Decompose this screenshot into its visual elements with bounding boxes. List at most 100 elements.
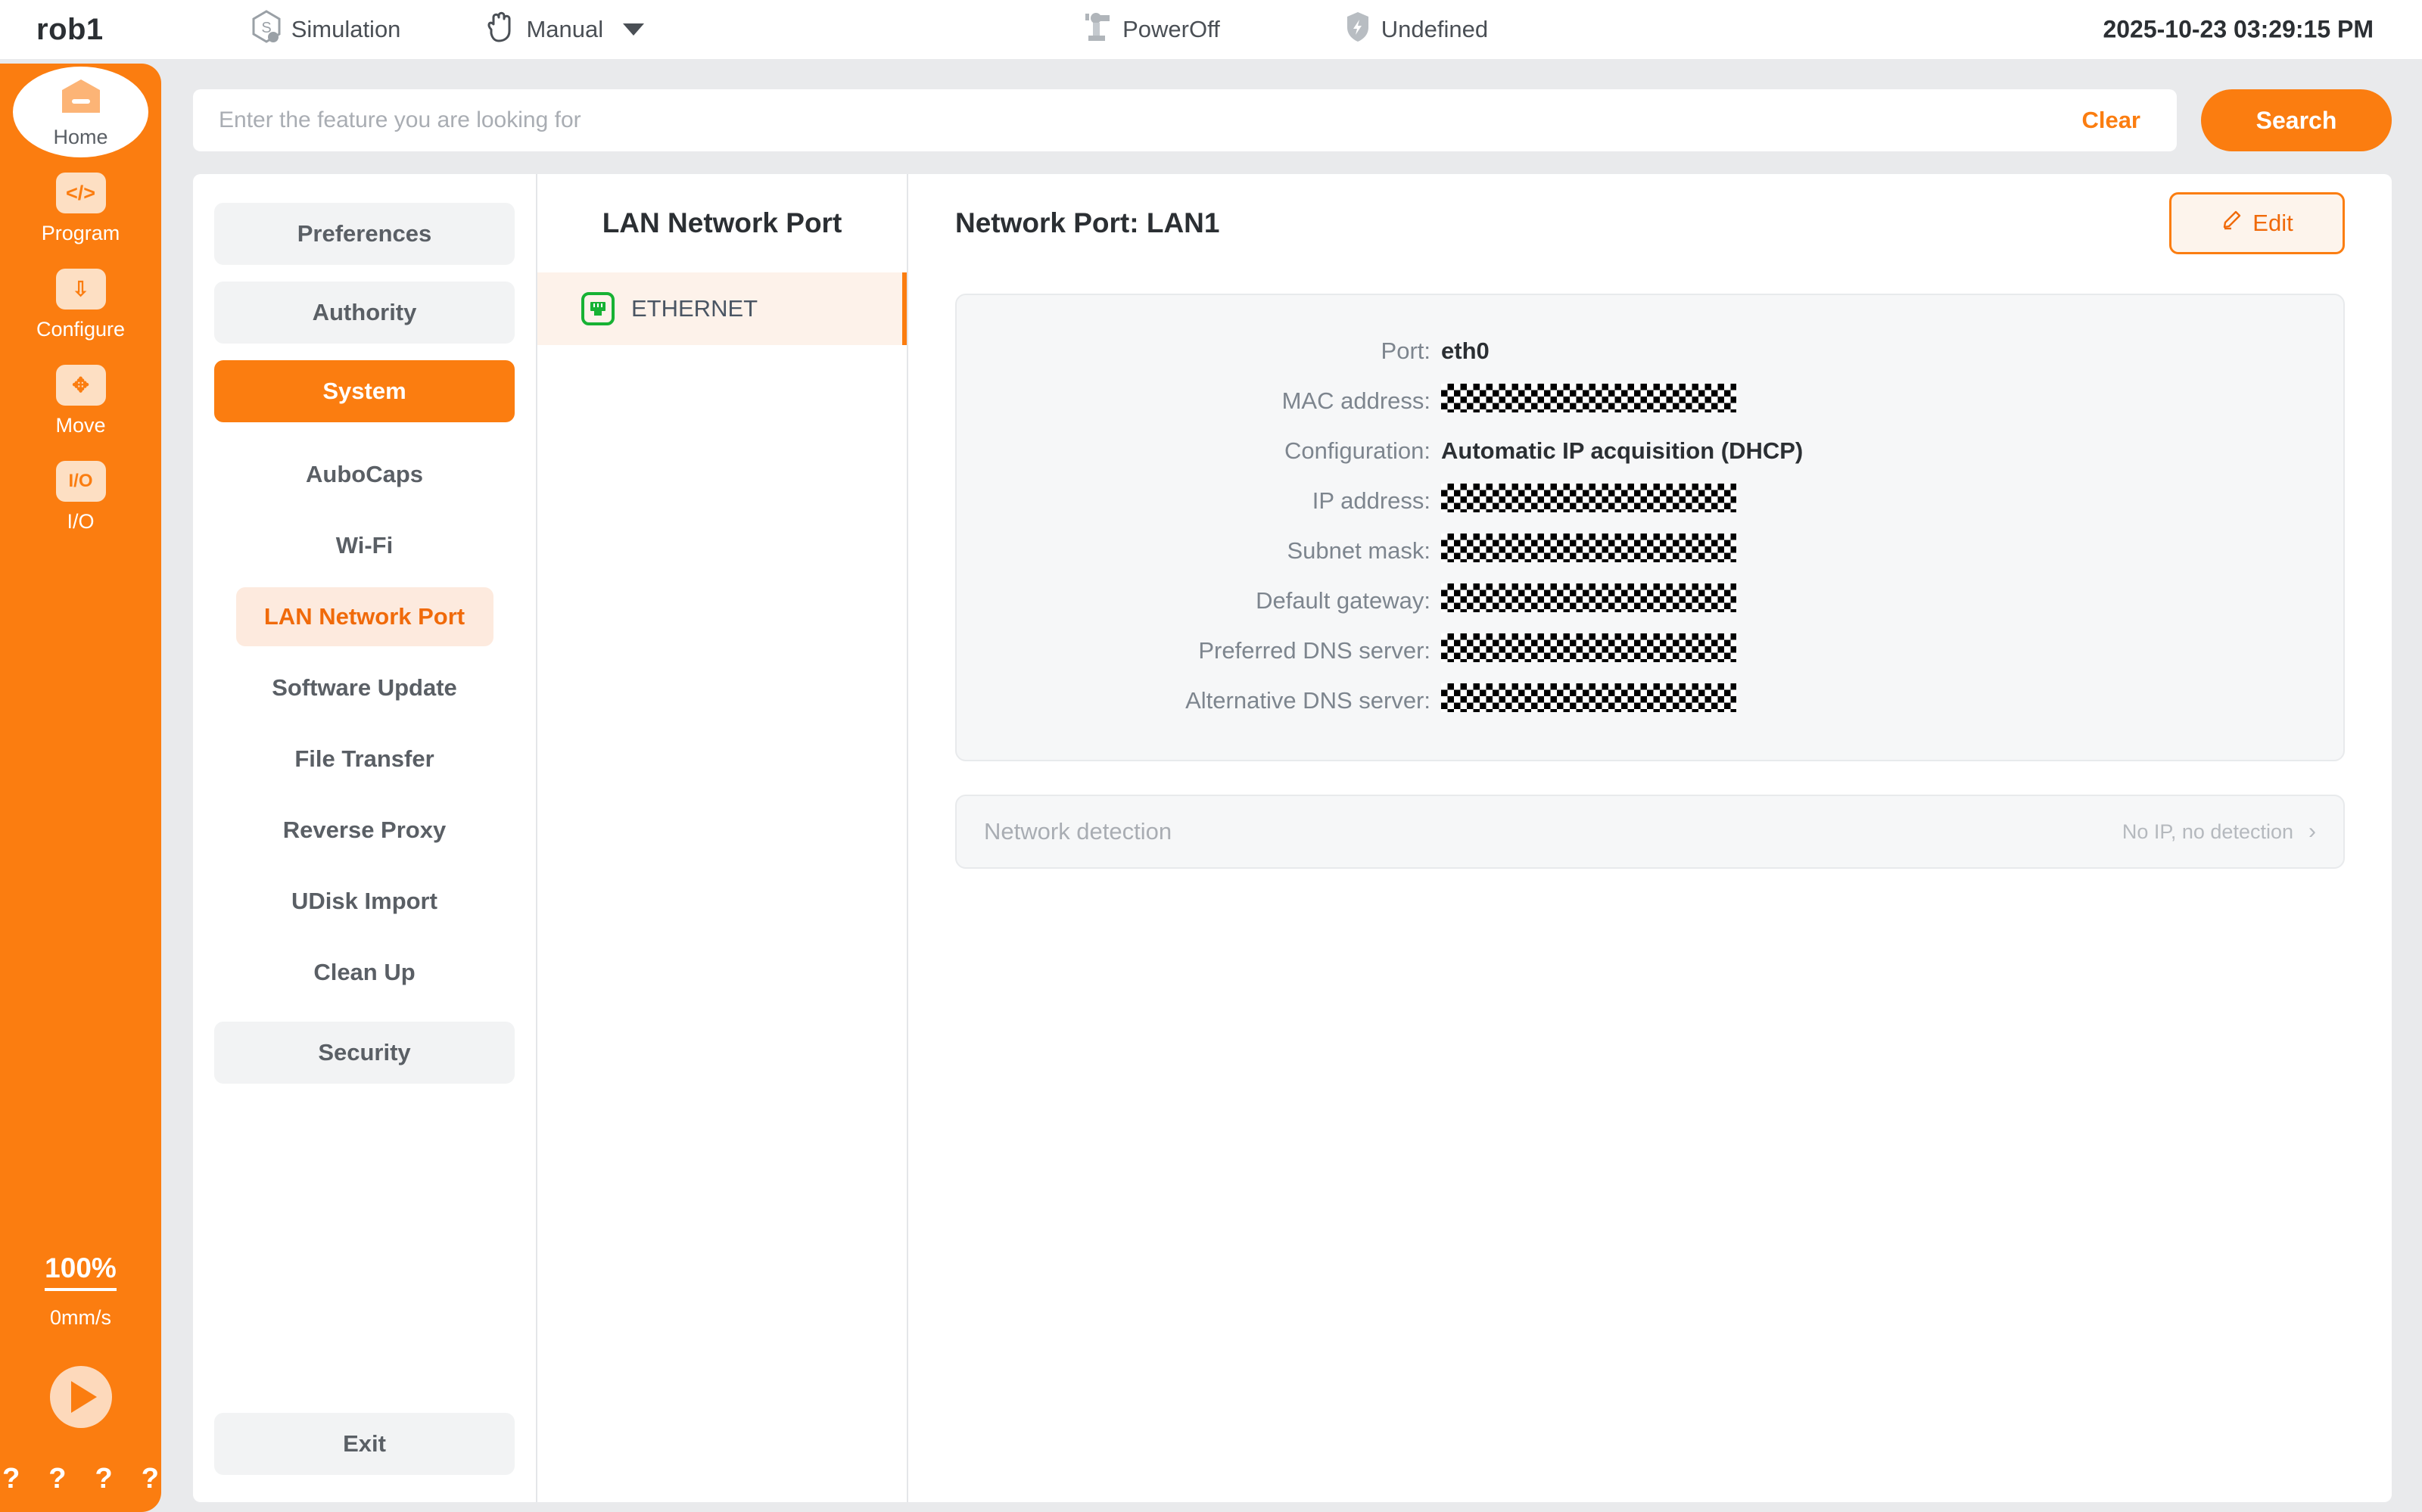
chevron-down-icon[interactable] [623, 23, 645, 36]
nav-group-security[interactable]: Security [214, 1022, 515, 1084]
network-detection-status: No IP, no detection [2122, 820, 2293, 843]
four-arrows-icon: ✥ [54, 362, 108, 408]
safety-status[interactable]: Undefined [1345, 10, 1488, 49]
nav-group-preferences[interactable]: Preferences [214, 203, 515, 265]
info-row-configuration: Configuration: Automatic IP acquisition … [957, 434, 2343, 468]
rail-item-label: I/O [67, 510, 95, 533]
port-list-item-label: ETHERNET [631, 295, 758, 322]
system-datetime: 2025-10-23 03:29:15 PM [2103, 15, 2374, 43]
network-detection-right: No IP, no detection › [2122, 819, 2316, 845]
settings-nav: Preferences Authority System AuboCaps Wi… [193, 174, 537, 1502]
info-value [1441, 384, 1736, 418]
redacted-value [1441, 683, 1736, 712]
nav-item-clean-up[interactable]: Clean Up [313, 959, 416, 985]
simulation-status[interactable]: S Simulation [252, 10, 401, 49]
info-row-mac-address: MAC address: [957, 384, 2343, 418]
help-mark[interactable]: ? [141, 1463, 159, 1495]
rail-item-label: Move [55, 414, 106, 437]
search-field: Clear [193, 89, 2177, 151]
robot-name: rob1 [36, 12, 104, 46]
network-detection-label: Network detection [984, 818, 1172, 845]
play-icon [70, 1381, 97, 1413]
simulation-label: Simulation [291, 16, 401, 42]
nav-group-authority[interactable]: Authority [214, 282, 515, 344]
shield-icon [1345, 10, 1371, 49]
rail-item-configure[interactable]: ⇩ Configure [0, 256, 161, 352]
io-icon: I/O [54, 459, 108, 504]
info-row-subnet-mask: Subnet mask: [957, 534, 2343, 568]
top-bar: rob1 S Simulation Manual [0, 0, 2422, 59]
chevron-right-icon[interactable]: › [2308, 819, 2316, 844]
nav-spacer [214, 1100, 515, 1413]
nav-item-wifi[interactable]: Wi-Fi [335, 532, 394, 558]
help-mark[interactable]: ? [95, 1463, 113, 1495]
speed-value: 0mm/s [50, 1306, 111, 1329]
power-status[interactable]: PowerOff [1083, 10, 1220, 49]
redacted-value [1441, 583, 1736, 612]
home-icon [54, 74, 108, 120]
download-layers-icon: ⇩ [54, 266, 108, 312]
info-row-default-gateway: Default gateway: [957, 583, 2343, 618]
port-list-column: LAN Network Port ETHERNET [537, 174, 908, 1502]
help-mark[interactable]: ? [48, 1463, 67, 1495]
search-input[interactable] [219, 107, 2072, 133]
code-monitor-icon: </> [54, 170, 108, 216]
info-label: Port: [1381, 338, 1430, 364]
content-card: Preferences Authority System AuboCaps Wi… [193, 174, 2392, 1502]
clear-button[interactable]: Clear [2071, 107, 2151, 134]
info-value [1441, 633, 1736, 668]
info-value [1441, 683, 1736, 718]
rail-item-move[interactable]: ✥ Move [0, 352, 161, 448]
info-row-ip-address: IP address: [957, 484, 2343, 518]
mode-selector[interactable]: Manual [484, 10, 645, 49]
network-info-card: Port: eth0 MAC address: Configuration: A… [955, 294, 2345, 761]
info-row-preferred-dns: Preferred DNS server: [957, 633, 2343, 668]
nav-item-reverse-proxy[interactable]: Reverse Proxy [282, 817, 447, 843]
rail-item-label: Home [53, 126, 108, 148]
info-row-port: Port: eth0 [957, 334, 2343, 368]
edit-button-label: Edit [2252, 210, 2293, 236]
help-mark[interactable]: ? [2, 1463, 20, 1495]
info-label: Default gateway: [1256, 587, 1430, 614]
network-detection-row[interactable]: Network detection No IP, no detection › [955, 795, 2345, 869]
redacted-value [1441, 484, 1736, 512]
left-rail: Home </> Program ⇩ Configure ✥ Move I/O … [0, 64, 161, 1512]
nav-item-udisk-import[interactable]: UDisk Import [291, 888, 437, 914]
nav-item-software-update[interactable]: Software Update [272, 674, 457, 701]
info-label: Subnet mask: [1287, 537, 1430, 564]
info-label: Preferred DNS server: [1198, 637, 1430, 664]
info-label: IP address: [1312, 487, 1430, 514]
nav-item-file-transfer[interactable]: File Transfer [294, 745, 434, 772]
port-list-item-ethernet[interactable]: ETHERNET [537, 272, 907, 345]
help-indicators: ? ? ? ? [2, 1463, 159, 1495]
redacted-value [1441, 534, 1736, 562]
detail-header: Network Port: LAN1 Edit [955, 174, 2345, 272]
nav-group-system[interactable]: System [214, 360, 515, 422]
edit-button[interactable]: Edit [2169, 192, 2345, 254]
nav-item-aubocaps[interactable]: AuboCaps [306, 461, 423, 487]
safety-label: Undefined [1381, 16, 1489, 42]
search-button[interactable]: Search [2201, 89, 2392, 151]
info-label: Alternative DNS server: [1185, 687, 1430, 714]
hexagon-s-icon: S [252, 10, 281, 49]
play-button[interactable] [49, 1366, 112, 1428]
ethernet-port-icon [581, 292, 615, 325]
mode-label: Manual [526, 16, 604, 42]
nav-item-lan-network-port[interactable]: LAN Network Port [235, 587, 493, 646]
exit-button[interactable]: Exit [214, 1413, 515, 1475]
info-label: MAC address: [1281, 387, 1430, 414]
port-list-title: LAN Network Port [602, 207, 842, 238]
rail-item-home[interactable]: Home [0, 64, 161, 160]
power-label: PowerOff [1122, 16, 1220, 42]
speed-percent[interactable]: 100% [45, 1252, 117, 1291]
svg-text:S: S [261, 20, 271, 36]
rail-item-io[interactable]: I/O I/O [0, 448, 161, 544]
info-value [1441, 583, 1736, 618]
rail-item-program[interactable]: </> Program [0, 160, 161, 256]
redacted-value [1441, 384, 1736, 412]
rail-item-label: Program [41, 222, 120, 244]
detail-column: Network Port: LAN1 Edit Port: eth0 [908, 174, 2392, 1502]
info-row-alternative-dns: Alternative DNS server: [957, 683, 2343, 718]
info-value [1441, 534, 1736, 568]
